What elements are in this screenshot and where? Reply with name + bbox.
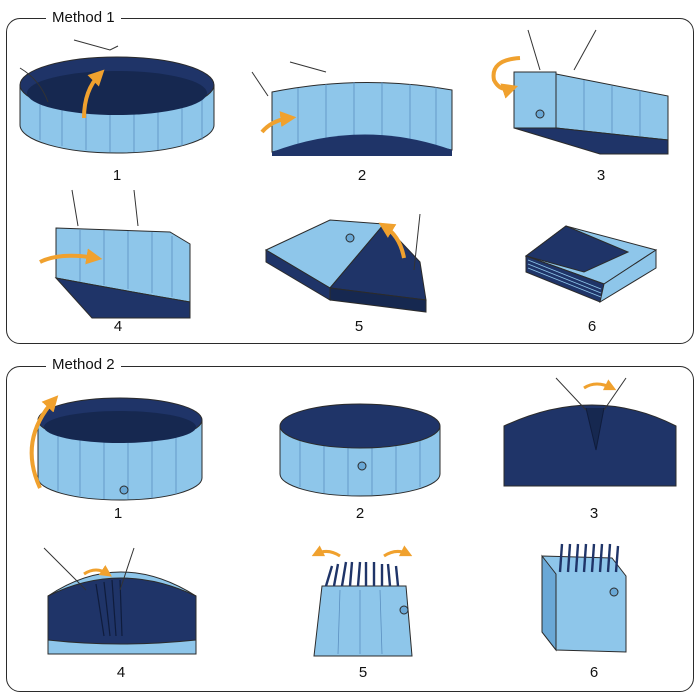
method1-step-number-1: 1 [112,167,122,184]
method2-step-number-4: 4 [116,664,126,681]
method2-step-number-2: 2 [355,505,365,522]
method1-panel [6,18,694,344]
method1-step-number-3: 3 [596,167,606,184]
m2-step1-open-pool [29,395,203,501]
method2-step-number-6: 6 [589,664,599,681]
m1-step3-fold-half [491,29,669,155]
method1-step-number-6: 6 [587,318,597,335]
m2-step6-folded [541,543,627,653]
method1-step-number-5: 5 [354,318,364,335]
m1-step5-stack [264,213,427,313]
method2-title: Method 2 [46,356,121,373]
method1-step-number-4: 4 [113,318,123,335]
method1-step-number-2: 2 [357,167,367,184]
method2-panel [6,366,694,692]
method1-title: Method 1 [46,9,121,26]
m2-step2-inverted [279,403,441,497]
method2-step-number-1: 1 [113,505,123,522]
method2-step-number-3: 3 [589,505,599,522]
method2-step-number-5: 5 [358,664,368,681]
m2-step3-pinch [503,377,677,487]
m2-step4-pleat [43,547,197,655]
m1-step2-flatten [251,61,453,156]
m2-step5-gather [311,545,413,657]
m1-step4-fold-again [39,189,191,319]
m1-step1-open-pool [19,39,215,154]
m1-step6-folded [524,225,658,304]
